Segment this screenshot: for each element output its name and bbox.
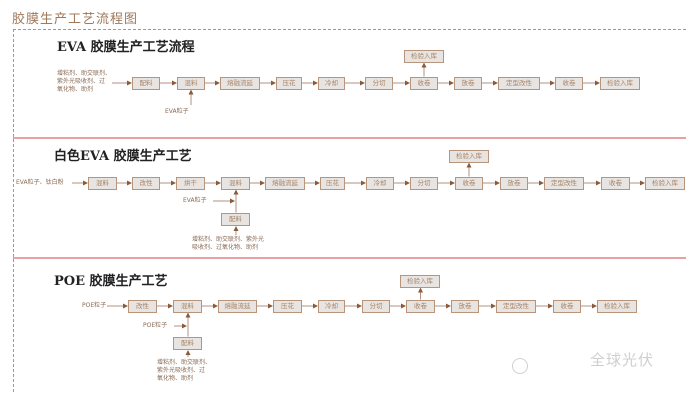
process-step-box: 定型改性 bbox=[498, 76, 540, 90]
process-step-box: 熔融流延 bbox=[220, 76, 260, 90]
input-materials-label: EVA粒子、钛白粉 bbox=[16, 179, 64, 186]
process-step-box: 放卷 bbox=[454, 76, 482, 90]
process-step-box: 收卷 bbox=[553, 299, 581, 313]
process-step-box: 混料 bbox=[173, 299, 202, 313]
process-step-box: 分切 bbox=[362, 299, 390, 313]
process-step-box: 压花 bbox=[273, 299, 302, 313]
process-step-box: 压花 bbox=[276, 76, 302, 90]
side-input-label: POE粒子 bbox=[143, 322, 168, 329]
frame-border-top bbox=[13, 29, 686, 30]
process-step-box: 混料 bbox=[88, 176, 117, 190]
process-step-box: 定型改性 bbox=[496, 299, 536, 313]
section-divider bbox=[13, 137, 686, 139]
side-input-label: EVA粒子 bbox=[165, 108, 189, 115]
process-step-box: 收卷 bbox=[555, 76, 583, 90]
process-step-box: 分切 bbox=[365, 76, 393, 90]
process-step-box: 收卷 bbox=[601, 176, 630, 190]
process-step-box: 收卷 bbox=[410, 76, 438, 90]
process-step-box: 混料 bbox=[221, 176, 250, 190]
watermark: 全球光伏 bbox=[590, 351, 655, 369]
process-step-box: 冷却 bbox=[318, 299, 345, 313]
process-step-box: 配料 bbox=[132, 76, 160, 90]
diagram-title: 胶膜生产工艺流程图 bbox=[12, 12, 139, 27]
process-step-box: 熔融流延 bbox=[218, 299, 257, 313]
section-title-white-eva: 白色EVA 胶膜生产工艺 bbox=[54, 149, 192, 164]
qc-storage-box: 检验入库 bbox=[400, 274, 440, 288]
process-step-box: 改性 bbox=[128, 299, 157, 313]
process-step-box: 放卷 bbox=[451, 299, 479, 313]
frame-border-left bbox=[13, 29, 14, 392]
process-step-box: 混料 bbox=[177, 76, 205, 90]
process-step-box: 压花 bbox=[320, 176, 345, 190]
process-step-box: 检验入库 bbox=[600, 76, 640, 90]
section-divider bbox=[13, 257, 686, 259]
qc-storage-box: 检验入库 bbox=[449, 149, 489, 163]
process-step-box: 收卷 bbox=[406, 299, 435, 313]
process-step-box: 冷却 bbox=[318, 76, 345, 90]
process-step-box: 烘干 bbox=[176, 176, 205, 190]
process-step-box: 定型改性 bbox=[544, 176, 584, 190]
process-step-box: 收卷 bbox=[455, 176, 483, 190]
process-step-box: 分切 bbox=[410, 176, 438, 190]
formulation-box: 配料 bbox=[173, 336, 202, 350]
watermark-logo-icon bbox=[512, 358, 528, 374]
qc-storage-box: 检验入库 bbox=[404, 49, 444, 63]
process-step-box: 检验入库 bbox=[597, 299, 637, 313]
section-title-poe: POE 胶膜生产工艺 bbox=[54, 274, 168, 289]
side-input-label: EVA粒子 bbox=[183, 197, 207, 204]
process-step-box: 冷却 bbox=[366, 176, 394, 190]
process-step-box: 放卷 bbox=[500, 176, 528, 190]
input-materials-label: POE粒子 bbox=[82, 302, 107, 309]
process-step-box: 检验入库 bbox=[645, 176, 685, 190]
process-step-box: 改性 bbox=[132, 176, 160, 190]
additives-label: 增粘剂、助交联剂、紫外光 吸收剂、过氧化物、助剂 bbox=[192, 236, 265, 251]
formulation-box: 配料 bbox=[221, 212, 250, 226]
input-materials-label: 增粘剂、助交联剂、 紫外光吸收剂、过 氧化物、助剂 bbox=[57, 70, 112, 93]
section-title-eva: EVA 胶膜生产工艺流程 bbox=[57, 40, 195, 55]
process-step-box: 熔融流延 bbox=[265, 176, 305, 190]
additives-label: 增粘剂、助交联剂、 紫外光吸收剂、过 氧化物、助剂 bbox=[157, 359, 212, 382]
